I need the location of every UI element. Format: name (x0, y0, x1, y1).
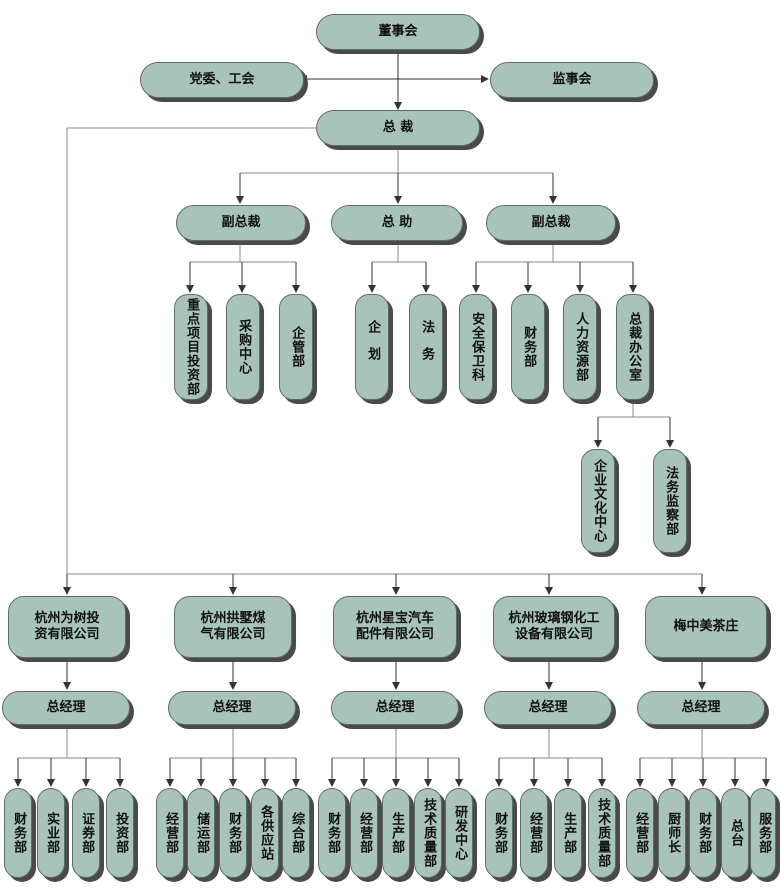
hr-dept: 人力资源部 (563, 294, 597, 400)
xingbao-production-dept: 生产部 (382, 788, 410, 878)
party-union-node: 党委、工会 (140, 62, 304, 98)
teahouse-operations-dept: 经营部 (626, 788, 654, 878)
supervisory-board-node: 监事会 (490, 62, 654, 98)
gm-weishu: 总经理 (2, 691, 130, 725)
gongshu-supply-stations: 各供应站 (251, 788, 279, 878)
procurement-center: 采购中心 (226, 294, 260, 400)
board-node: 董事会 (316, 14, 480, 50)
corporate-culture-center: 企业文化中心 (581, 449, 615, 553)
xingbao-finance-dept: 财务部 (318, 788, 346, 878)
planning-unit: 企划 (355, 294, 389, 400)
assistant-node: 总 助 (331, 205, 463, 241)
gongshu-finance-dept: 财务部 (219, 788, 247, 878)
security-section: 安全保卫科 (459, 294, 493, 400)
company-weishu-investment: 杭州为树投 资有限公司 (8, 596, 126, 658)
vp2-node: 副总裁 (486, 205, 616, 241)
gm-fiberglass: 总经理 (484, 691, 612, 725)
teahouse-head-chef: 厨师长 (658, 788, 686, 878)
president-office: 总裁办公室 (616, 294, 650, 400)
company-meizhongmei-teahouse: 梅中美茶庄 (645, 596, 767, 658)
enterprise-management-dept: 企管部 (279, 294, 313, 400)
company-fiberglass-equipment: 杭州玻璃钢化工 设备有限公司 (493, 596, 615, 658)
key-project-investment-dept: 重点项目投资部 (174, 294, 208, 400)
legal-supervision-dept: 法务监察部 (653, 449, 687, 553)
gm-teahouse: 总经理 (637, 691, 765, 725)
vp1-node: 副总裁 (176, 205, 306, 241)
xingbao-quality-dept: 技术质量部 (414, 788, 442, 878)
fiberglass-quality-dept: 技术质量部 (588, 788, 616, 878)
weishu-industry-dept: 实业部 (37, 788, 65, 878)
president-node: 总 裁 (316, 110, 480, 146)
teahouse-service-dept: 服务部 (750, 788, 776, 878)
weishu-finance-dept: 财务部 (4, 788, 32, 878)
teahouse-finance-dept: 财务部 (689, 788, 717, 878)
weishu-securities-dept: 证券部 (72, 788, 100, 878)
company-xingbao-auto-parts: 杭州星宝汽车 配件有限公司 (333, 596, 457, 658)
fiberglass-operations-dept: 经营部 (520, 788, 548, 878)
weishu-investment-dept: 投资部 (106, 788, 134, 878)
gm-gongshu: 总经理 (168, 691, 296, 725)
xingbao-rd-center: 研发中心 (445, 788, 473, 878)
gongshu-storage-dept: 储运部 (187, 788, 215, 878)
finance-dept-hq: 财务部 (511, 294, 545, 400)
company-gongshu-gas: 杭州拱墅煤 气有限公司 (174, 596, 292, 658)
gongshu-general-dept: 综合部 (282, 788, 310, 878)
teahouse-front-desk: 总台 (721, 788, 749, 878)
gongshu-operations-dept: 经营部 (156, 788, 184, 878)
xingbao-operations-dept: 经营部 (350, 788, 378, 878)
gm-xingbao: 总经理 (331, 691, 459, 725)
fiberglass-finance-dept: 财务部 (485, 788, 513, 878)
fiberglass-production-dept: 生产部 (554, 788, 582, 878)
legal-affairs-unit: 法务 (409, 294, 443, 400)
